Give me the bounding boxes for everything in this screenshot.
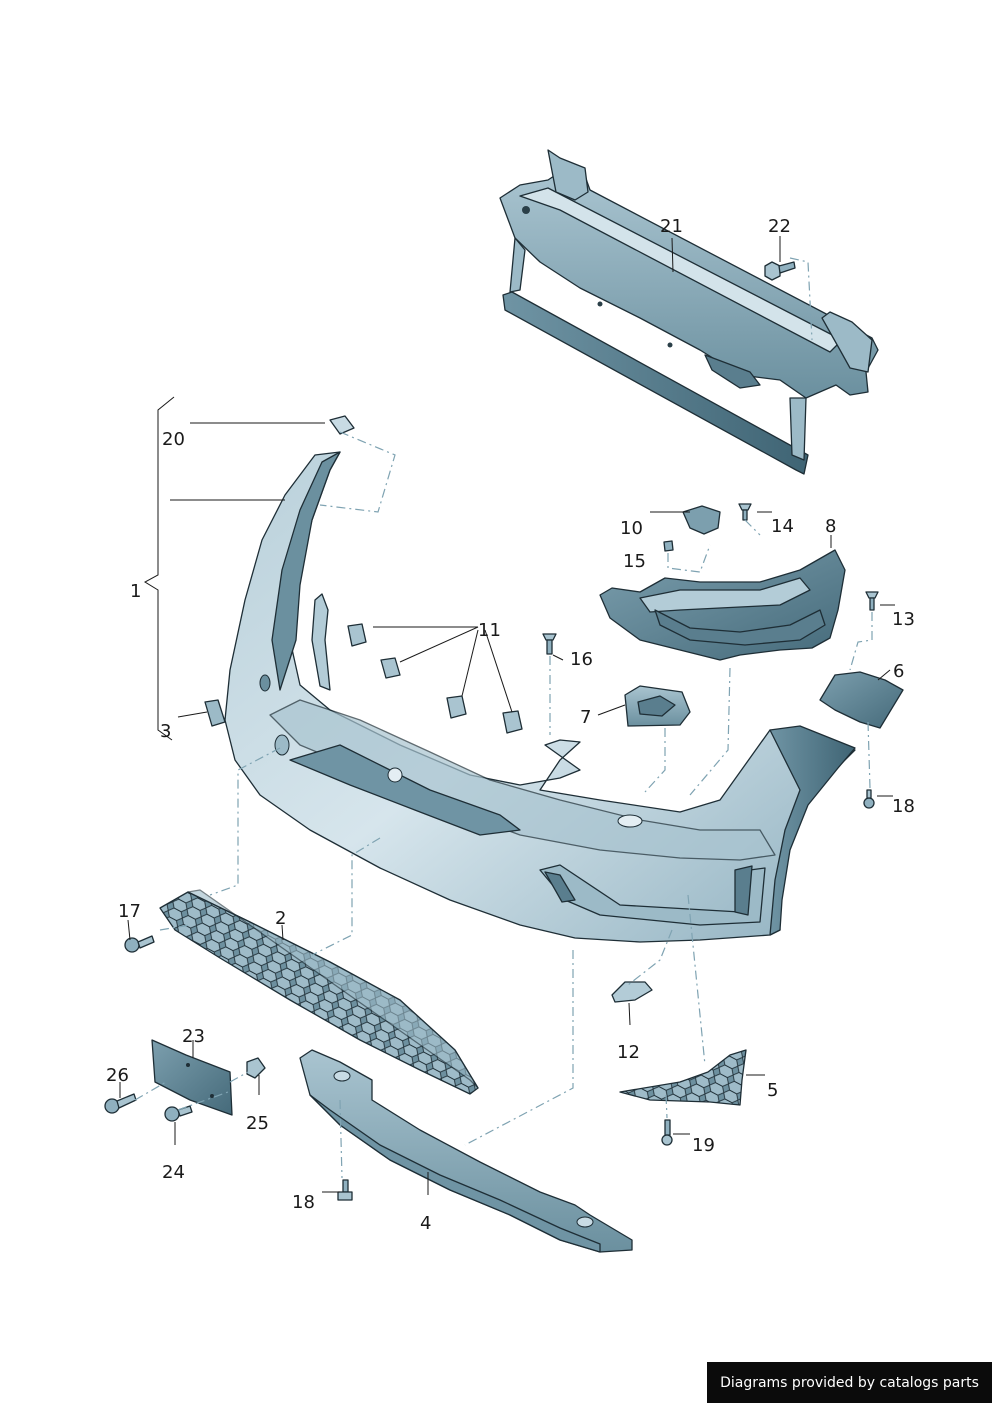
callout-15: 15 (623, 551, 646, 572)
bolt-22 (764, 261, 796, 281)
screw-19 (661, 1119, 673, 1146)
guide-bracket-8 (599, 549, 846, 661)
leader-lines (119, 236, 895, 1195)
screw-13 (865, 591, 879, 611)
callout-25: 25 (246, 1113, 269, 1134)
callout-8: 8 (825, 516, 836, 537)
clips-11 (347, 623, 523, 734)
bumper-cover (224, 451, 856, 943)
cover-7 (624, 685, 691, 727)
callout-10: 10 (620, 518, 643, 539)
callout-numbers: 1 2 3 4 5 6 7 8 10 11 12 13 14 15 16 17 … (106, 216, 915, 1234)
clip-3 (204, 699, 226, 727)
callout-1: 1 (130, 581, 141, 602)
callout-4: 4 (420, 1213, 431, 1234)
cap-12 (611, 981, 653, 1003)
callout-13: 13 (892, 609, 915, 630)
callout-7: 7 (580, 707, 591, 728)
callout-2: 2 (275, 908, 286, 929)
callout-11: 11 (478, 620, 501, 641)
screw-18-lower (337, 1179, 353, 1201)
callout-6: 6 (893, 661, 904, 682)
callout-20: 20 (162, 429, 185, 450)
callout-26: 26 (106, 1065, 129, 1086)
credit-text: Diagrams provided by catalogs parts (720, 1374, 979, 1391)
credit-banner: Diagrams provided by catalogs parts (707, 1362, 992, 1403)
callout-24: 24 (162, 1162, 185, 1183)
nut-15 (663, 540, 674, 552)
bumper-reinforcement-beam (499, 149, 879, 475)
callout-21: 21 (660, 216, 683, 237)
screw-24 (164, 1105, 193, 1122)
callout-18-right: 18 (892, 796, 915, 817)
callout-16: 16 (570, 649, 593, 670)
clip-20 (329, 415, 355, 435)
callout-19: 19 (692, 1135, 715, 1156)
lower-spoiler-4 (299, 1049, 633, 1253)
assembly-lines (134, 257, 873, 1179)
holder-10 (682, 505, 721, 535)
plate-holder-23 (151, 1039, 233, 1116)
callout-3: 3 (160, 721, 171, 742)
screw-17 (124, 935, 155, 953)
callout-22: 22 (768, 216, 791, 237)
callout-14: 14 (771, 516, 794, 537)
callout-17: 17 (118, 901, 141, 922)
callout-12: 12 (617, 1042, 640, 1063)
bracket-6 (819, 671, 904, 729)
screw-18-right (863, 789, 875, 809)
side-trim-5 (619, 1049, 747, 1106)
callout-18-lower: 18 (292, 1192, 315, 1213)
lower-grille (159, 889, 479, 1095)
screw-14 (738, 503, 752, 521)
callout-23: 23 (182, 1026, 205, 1047)
screw-16 (542, 633, 557, 655)
nut-25 (246, 1057, 266, 1079)
callout-5: 5 (767, 1080, 778, 1101)
